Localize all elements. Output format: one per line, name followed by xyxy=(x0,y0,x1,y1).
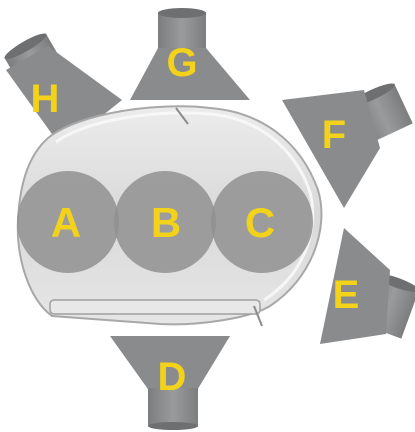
funnel-e: E xyxy=(320,228,415,344)
funnel-e-label: E xyxy=(333,273,360,317)
funnel-d-label: D xyxy=(158,355,187,399)
funnel-d-pipe-mouth xyxy=(148,422,198,430)
funnel-g-pipe-mouth xyxy=(158,8,206,18)
funnel-d: D xyxy=(110,336,230,430)
chamber-base-bar xyxy=(50,300,260,314)
funnel-g: G xyxy=(130,8,250,100)
funnel-g-label: G xyxy=(166,41,197,85)
circle-a-label: A xyxy=(51,199,81,246)
circle-c-label: C xyxy=(245,199,275,246)
circles: A B C xyxy=(17,171,313,273)
circle-b-label: B xyxy=(151,199,181,246)
funnel-f-label: F xyxy=(322,113,346,157)
funnel-h-label: H xyxy=(31,77,60,121)
